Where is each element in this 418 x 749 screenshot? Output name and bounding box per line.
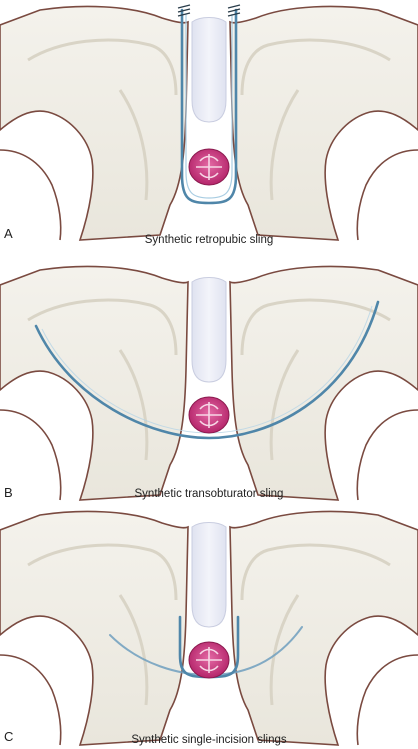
transobturator-sling-illustration: [0, 264, 418, 502]
panel-b: B Synthetic transobturator sling: [0, 250, 418, 505]
panel-letter-c: C: [4, 729, 14, 744]
panel-caption-c: Synthetic single-incision slings: [131, 734, 287, 746]
bladder-neck: [188, 641, 230, 679]
panel-letter-a: A: [4, 226, 13, 241]
retropubic-sling: [177, 4, 241, 205]
panel-c: C Synthetic single-incision slings: [0, 505, 418, 749]
bladder-neck: [188, 396, 230, 434]
panel-a: A Synthetic retropubic sling: [0, 0, 418, 250]
bladder-neck: [188, 148, 230, 186]
panel-letter-b: B: [4, 485, 13, 500]
single-incision-sling-illustration: [0, 509, 418, 747]
panel-caption-a: Synthetic retropubic sling: [144, 234, 274, 246]
retropubic-sling-illustration: [0, 4, 418, 242]
panel-caption-b: Synthetic transobturator sling: [134, 488, 284, 500]
